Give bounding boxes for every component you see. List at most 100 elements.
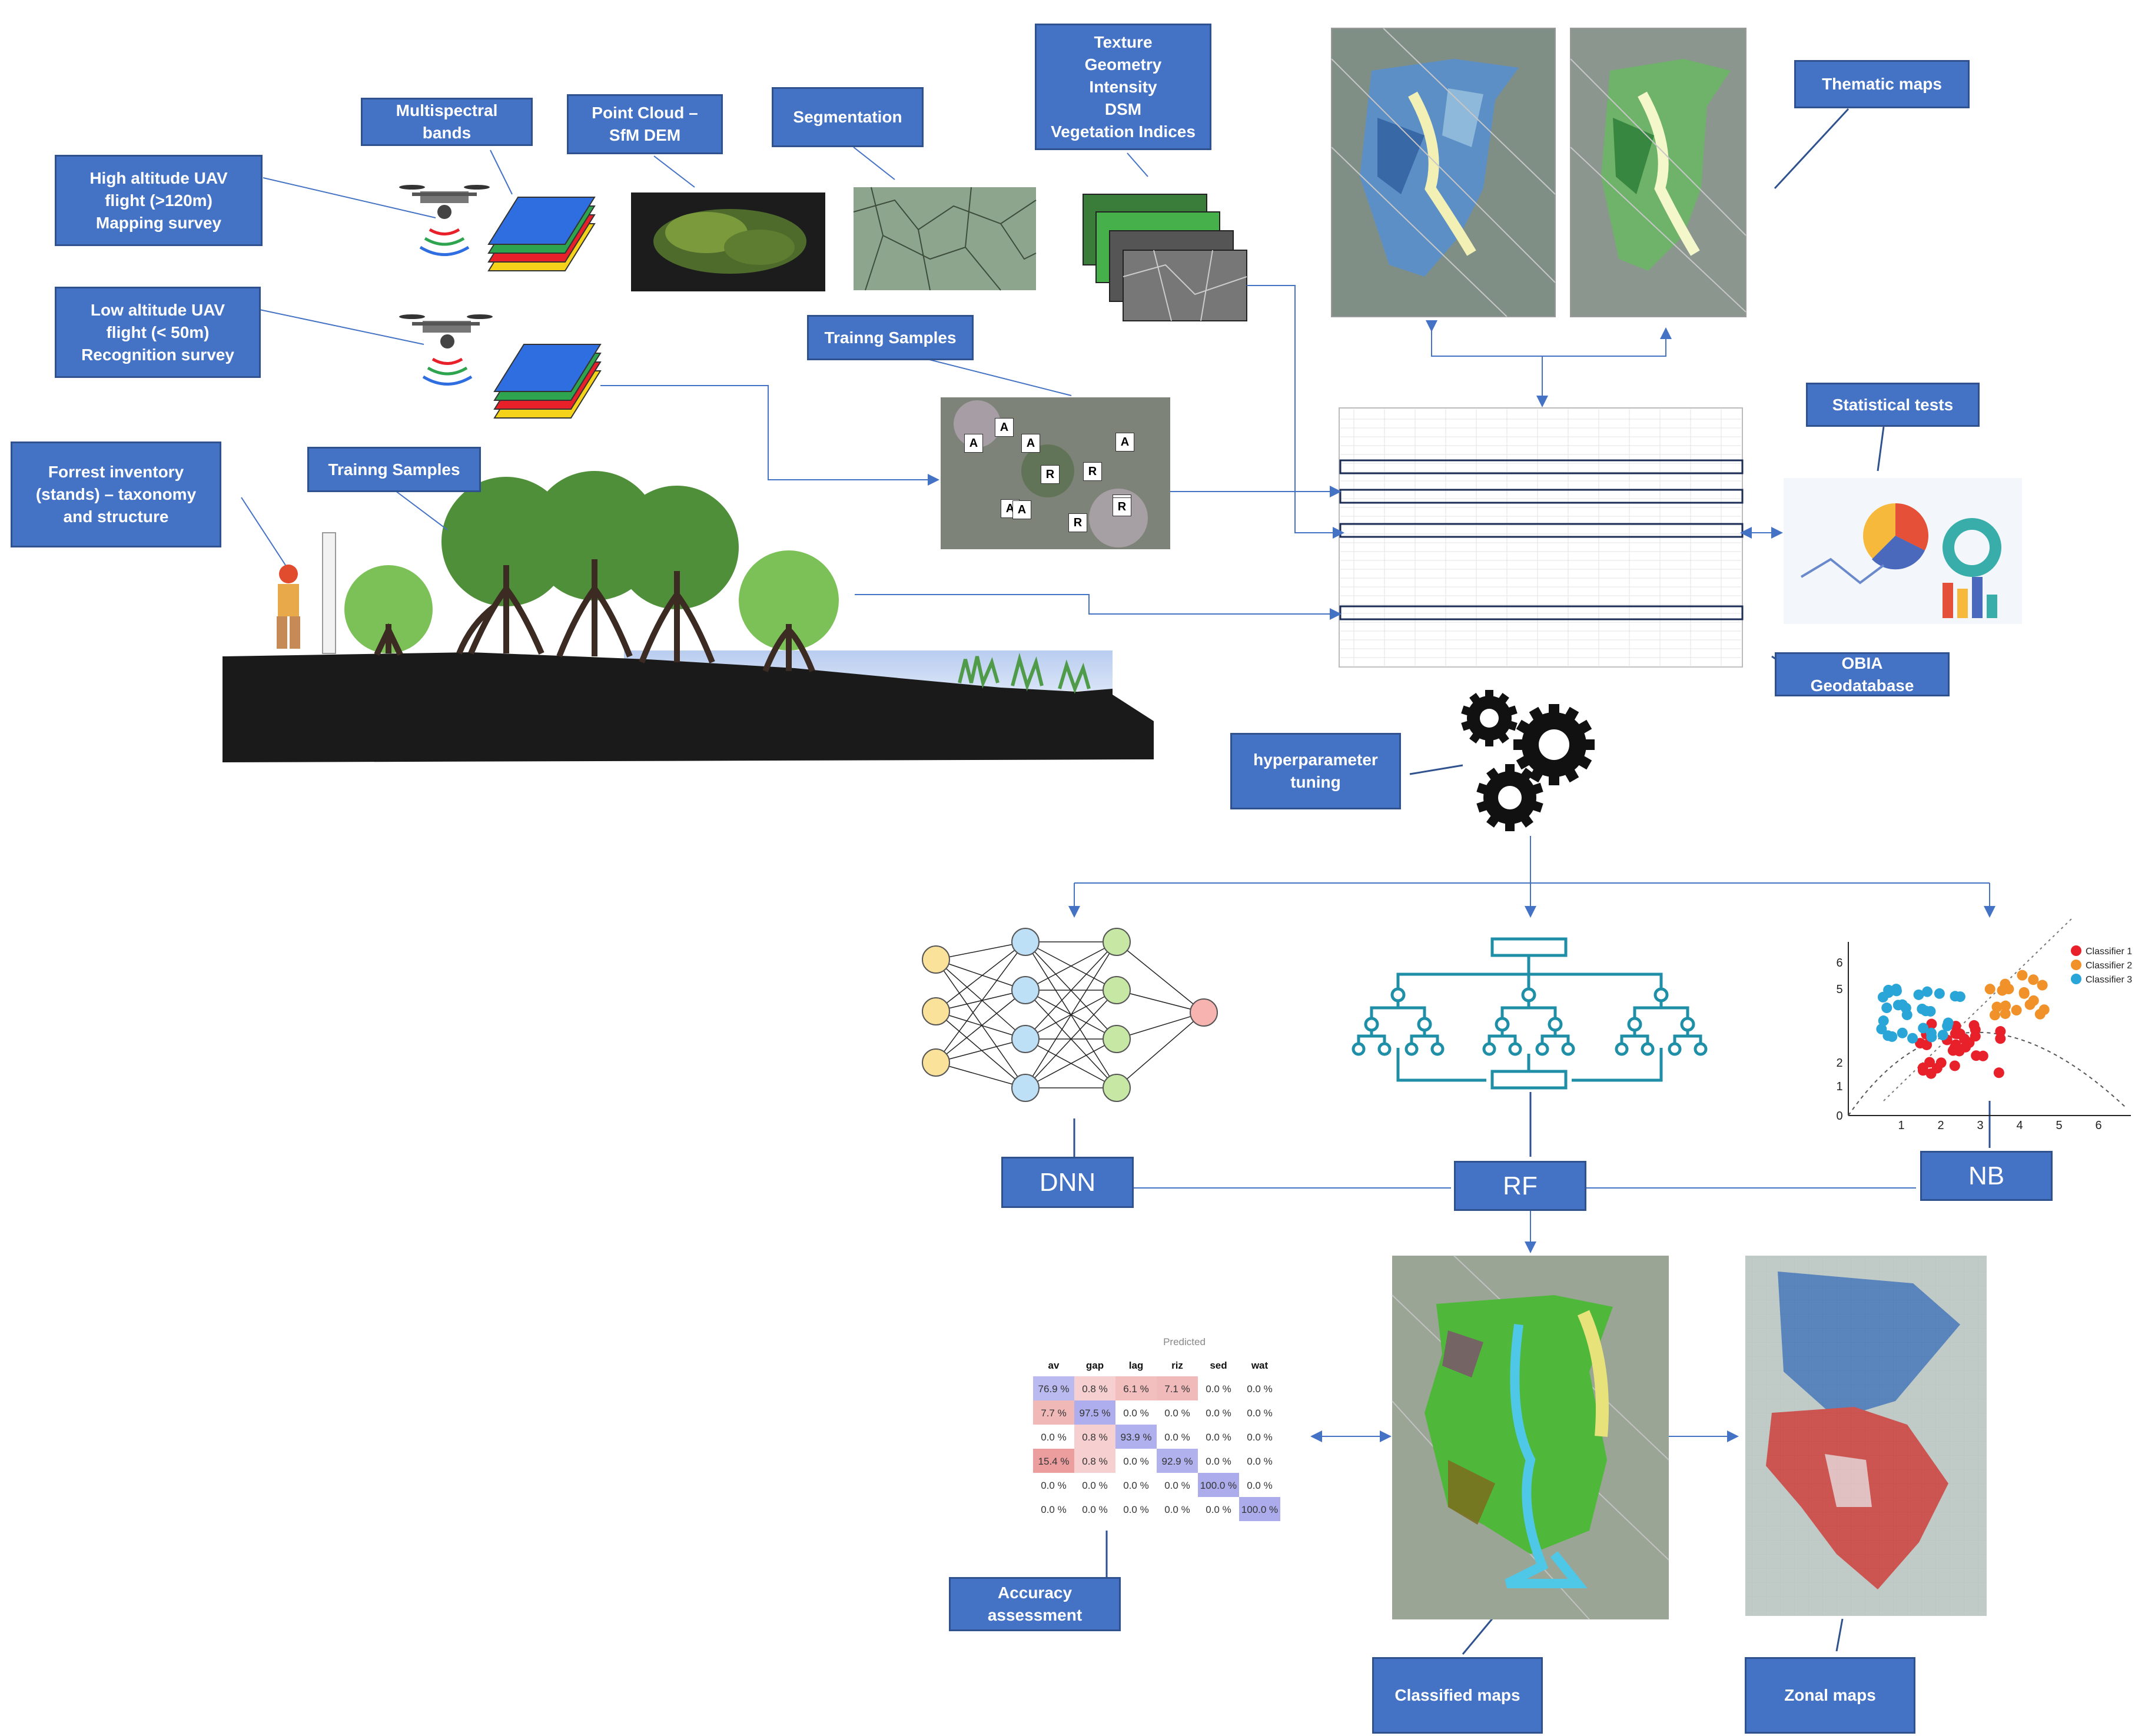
hyperparameter-tuning-label: hyperparameter tuning — [1230, 733, 1401, 809]
cm-column-header: riz — [1171, 1360, 1183, 1371]
dnn-node — [922, 945, 950, 974]
rf-node — [1561, 1042, 1575, 1056]
cm-column-header: lag — [1129, 1360, 1144, 1371]
cm-cell-bg — [1033, 1449, 1074, 1473]
cm-cell-bg — [1074, 1376, 1115, 1400]
band-stack-high — [487, 197, 596, 271]
cm-cell: 0.0 % — [1206, 1408, 1231, 1419]
nb-point — [1897, 1027, 1908, 1038]
rf-node — [1627, 1017, 1642, 1032]
cm-cell: 97.5 % — [1080, 1408, 1111, 1419]
rf-node — [1615, 1042, 1629, 1056]
cm-cell: 0.0 % — [1082, 1504, 1107, 1515]
nb-point — [1993, 1067, 2004, 1078]
cm-cell-bg — [1198, 1473, 1239, 1497]
nb-point — [1883, 987, 1894, 998]
nb-y-tick: 0 — [1836, 1110, 1842, 1123]
statistical-tests-label: Statistical tests — [1806, 383, 1980, 427]
thematic-maps-label: Thematic maps — [1794, 60, 1970, 108]
nb-point — [1931, 1063, 1943, 1074]
dnn-network-icon — [922, 928, 1218, 1102]
dnn-label: DNN — [1001, 1157, 1134, 1208]
nb-point — [2037, 980, 2048, 991]
nb-legend-dot — [2071, 945, 2081, 956]
cm-cell: 76.9 % — [1038, 1383, 1070, 1395]
nb-y-tick: 1 — [1836, 1080, 1842, 1093]
nb-x-tick: 4 — [2016, 1119, 2023, 1132]
cm-column-header: gap — [1086, 1360, 1104, 1371]
nb-point — [1950, 1039, 1961, 1050]
nb-point — [1964, 1037, 1975, 1048]
surveyor-figure — [277, 532, 336, 654]
dnn-node — [1011, 928, 1040, 956]
cm-cell: 6.1 % — [1123, 1383, 1148, 1395]
features-label: Texture Geometry Intensity DSM Vegetatio… — [1035, 24, 1211, 150]
nb-point — [1881, 1003, 1892, 1014]
cm-cell: 0.0 % — [1164, 1408, 1190, 1419]
rf-node — [1668, 1042, 1682, 1056]
rf-node — [1521, 987, 1536, 1003]
nb-y-tick: 5 — [1836, 983, 1842, 996]
rf-node — [1508, 1042, 1522, 1056]
nb-point — [1949, 1060, 1960, 1071]
cm-cell: 0.0 % — [1041, 1480, 1066, 1491]
high-altitude-uav-label: High altitude UAV flight (>120m) Mapping… — [55, 155, 263, 246]
nb-x-tick: 6 — [2095, 1119, 2101, 1132]
classified-maps-label: Classified maps — [1372, 1657, 1543, 1734]
sample-marker: R — [1113, 497, 1131, 516]
rf-node — [1694, 1042, 1708, 1056]
obia-table-image — [1339, 407, 1744, 668]
cm-cell: 0.8 % — [1082, 1456, 1107, 1467]
nb-point — [1926, 1018, 1937, 1030]
cm-cell-bg — [1074, 1449, 1115, 1473]
nb-legend-dot — [2071, 974, 2081, 984]
cm-cell: 0.0 % — [1206, 1432, 1231, 1443]
dnn-node — [1011, 976, 1040, 1004]
dnn-node — [1190, 998, 1218, 1027]
cm-cell: 0.0 % — [1206, 1383, 1231, 1395]
point-cloud-label: Point Cloud – SfM DEM — [567, 94, 723, 154]
cm-cell: 7.1 % — [1164, 1383, 1190, 1395]
statistical-charts-image — [1784, 478, 2022, 624]
sample-marker: A — [1115, 433, 1134, 452]
cm-cell-bg — [1115, 1425, 1157, 1449]
random-forest-icon — [1352, 937, 1708, 1090]
cm-cell: 0.0 % — [1247, 1480, 1272, 1491]
nb-x-tick: 1 — [1898, 1119, 1904, 1132]
accuracy-assessment-label: Accuracy assessment — [949, 1577, 1121, 1631]
rf-node — [1535, 1042, 1549, 1056]
cm-cell: 0.0 % — [1123, 1456, 1148, 1467]
multispectral-bands-label: Multispectral bands — [361, 98, 533, 146]
cm-cell: 0.0 % — [1206, 1504, 1231, 1515]
nb-point — [2000, 1000, 2011, 1011]
cm-cell: 100.0 % — [1200, 1480, 1237, 1491]
nb-point — [1918, 1023, 1929, 1034]
nb-point — [1878, 1015, 1889, 1027]
cm-cell: 0.0 % — [1247, 1456, 1272, 1467]
thematic-map-left — [1331, 28, 1556, 317]
point-cloud-image — [631, 192, 825, 291]
zonal-map — [1745, 1256, 1987, 1616]
cm-cell: 100.0 % — [1241, 1504, 1278, 1515]
sample-marker: R — [1041, 465, 1060, 484]
cm-cell: 7.7 % — [1041, 1408, 1066, 1419]
cm-column-header: av — [1048, 1360, 1060, 1371]
zonal-maps-label: Zonal maps — [1745, 1657, 1915, 1734]
rf-label: RF — [1454, 1161, 1586, 1211]
classified-map — [1392, 1255, 1669, 1620]
nb-legend-label: Classifier 2 — [2086, 961, 2132, 971]
nb-point — [1887, 1031, 1898, 1042]
dnn-node — [1103, 1025, 1131, 1053]
rf-node — [1548, 1017, 1563, 1032]
nb-point — [1876, 1024, 1887, 1035]
cm-cell-bg — [1033, 1400, 1074, 1425]
cm-cell-bg — [1157, 1449, 1198, 1473]
band-stack-low — [493, 344, 602, 419]
cm-cell-bg — [1157, 1376, 1198, 1400]
dnn-node — [1103, 1074, 1131, 1102]
nb-y-tick: 6 — [1836, 957, 1842, 970]
cm-cell: 0.0 % — [1041, 1504, 1066, 1515]
cm-cell: 0.0 % — [1082, 1480, 1107, 1491]
nb-point — [1922, 986, 1933, 997]
